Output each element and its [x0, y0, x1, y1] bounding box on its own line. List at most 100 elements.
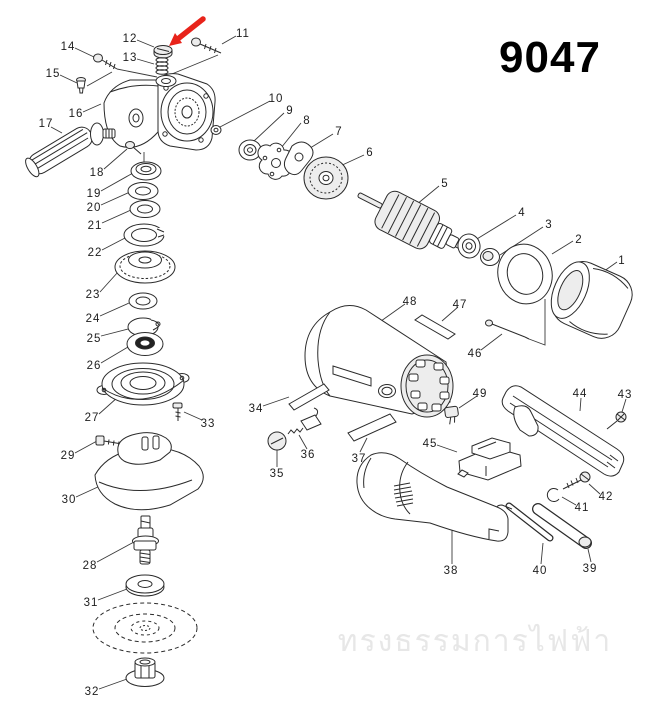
part-label-11: 11: [236, 28, 250, 40]
part-label-37: 37: [352, 453, 367, 465]
part-43-screw: [606, 411, 627, 430]
part-label-18: 18: [90, 167, 105, 179]
part-5-armature: [357, 190, 465, 251]
part-27-bearing-box: [96, 362, 190, 406]
part-36-carbon-brush: [287, 407, 322, 435]
pointer-arrow: [169, 16, 206, 46]
part-label-32: 32: [85, 686, 100, 698]
part-22-lock-ring: [123, 223, 166, 247]
part-label-19: 19: [87, 188, 102, 200]
part-41-e-ring: [546, 488, 560, 503]
part-10-sleeve: [210, 125, 222, 135]
part-label-16: 16: [69, 108, 84, 120]
part-16-gear-housing: [103, 73, 216, 151]
part-label-38: 38: [444, 565, 459, 577]
part-11-screw: [191, 37, 222, 54]
part-12-cap: [153, 45, 173, 59]
part-label-29: 29: [61, 450, 76, 462]
part-label-26: 26: [87, 360, 102, 372]
part-label-25: 25: [87, 333, 102, 345]
part-label-27: 27: [85, 412, 100, 424]
part-label-41: 41: [575, 502, 590, 514]
part-label-4: 4: [518, 207, 525, 219]
part-46-screw: [485, 319, 530, 340]
watermark: ทรงธรรมการไฟฟ้า: [338, 623, 612, 658]
part-18-screw: [125, 141, 142, 155]
part-13-spring: [155, 57, 169, 75]
part-39-pipe: [532, 503, 592, 549]
part-label-1: 1: [618, 255, 625, 267]
part-label-2: 2: [575, 234, 582, 246]
part-1-field-stator: [550, 261, 633, 339]
part-label-43: 43: [618, 389, 633, 401]
part-label-8: 8: [303, 115, 310, 127]
grinding-wheel-dashed: [92, 602, 198, 654]
part-44-top-handle-cover: [501, 385, 625, 477]
part-label-45: 45: [423, 438, 438, 450]
part-17-side-handle: [25, 122, 116, 178]
part-label-15: 15: [46, 68, 61, 80]
part-label-6: 6: [366, 147, 373, 159]
model-number: 9047: [499, 33, 601, 82]
part-label-9: 9: [286, 105, 293, 117]
part-45-switch: [457, 437, 522, 481]
part-label-5: 5: [441, 178, 448, 190]
part-label-7: 7: [335, 126, 342, 138]
part-15-pin: [76, 77, 86, 94]
part-label-49: 49: [473, 388, 488, 400]
part-label-17: 17: [39, 118, 54, 130]
part-35-brush-cap: [267, 431, 287, 451]
part-20-washer: [127, 182, 159, 200]
part-label-21: 21: [88, 220, 103, 232]
part-label-35: 35: [270, 468, 285, 480]
part-47-name-plate: [414, 314, 456, 340]
part-7-wing-plate: [283, 141, 314, 176]
pointer-arrow-head: [169, 33, 182, 46]
part-label-39: 39: [583, 563, 598, 575]
part-28-spindle: [132, 515, 159, 565]
part-24-washer: [128, 292, 158, 310]
part-31-inner-flange: [125, 574, 165, 597]
part-label-40: 40: [533, 565, 548, 577]
part-label-31: 31: [84, 597, 99, 609]
part-label-3: 3: [545, 219, 552, 231]
part-label-46: 46: [468, 348, 483, 360]
part-9-bearing: [238, 139, 262, 161]
part-19-bushing: [130, 161, 162, 181]
part-label-12: 12: [123, 33, 138, 45]
part-21-washer: [129, 200, 161, 218]
part-label-36: 36: [301, 449, 316, 461]
part-49-clip: [444, 405, 459, 425]
part-48-motor-housing: [304, 305, 454, 418]
part-3-ring: [480, 248, 500, 266]
leader-lines: [50, 35, 627, 690]
part-37-label: [347, 413, 397, 442]
part-label-24: 24: [86, 313, 101, 325]
part-label-33: 33: [201, 418, 216, 430]
part-34-label: [288, 383, 330, 411]
part-label-28: 28: [83, 560, 98, 572]
part-label-23: 23: [86, 289, 101, 301]
part-23-bevel-gear: [114, 250, 176, 284]
part-38-rear-handle-cover: [356, 452, 509, 542]
part-label-48: 48: [403, 296, 418, 308]
part-6-fan: [303, 156, 349, 200]
part-label-10: 10: [269, 93, 284, 105]
part-30-wheel-guard: [94, 432, 204, 511]
part-label-14: 14: [61, 41, 76, 53]
part-label-47: 47: [453, 299, 468, 311]
part-14-screw: [93, 53, 118, 70]
part-label-20: 20: [87, 202, 102, 214]
part-42-screw: [562, 471, 591, 490]
part-33-screw: [172, 402, 183, 421]
part-label-44: 44: [573, 388, 588, 400]
part-label-22: 22: [88, 247, 103, 259]
assembly-lines: [86, 54, 546, 346]
part-label-34: 34: [249, 403, 264, 415]
part-4-bearing: [457, 233, 481, 259]
part-32-lock-nut: [125, 657, 165, 687]
part-26-ball-bearing: [126, 332, 164, 356]
part-8-spider-plate: [257, 142, 294, 180]
